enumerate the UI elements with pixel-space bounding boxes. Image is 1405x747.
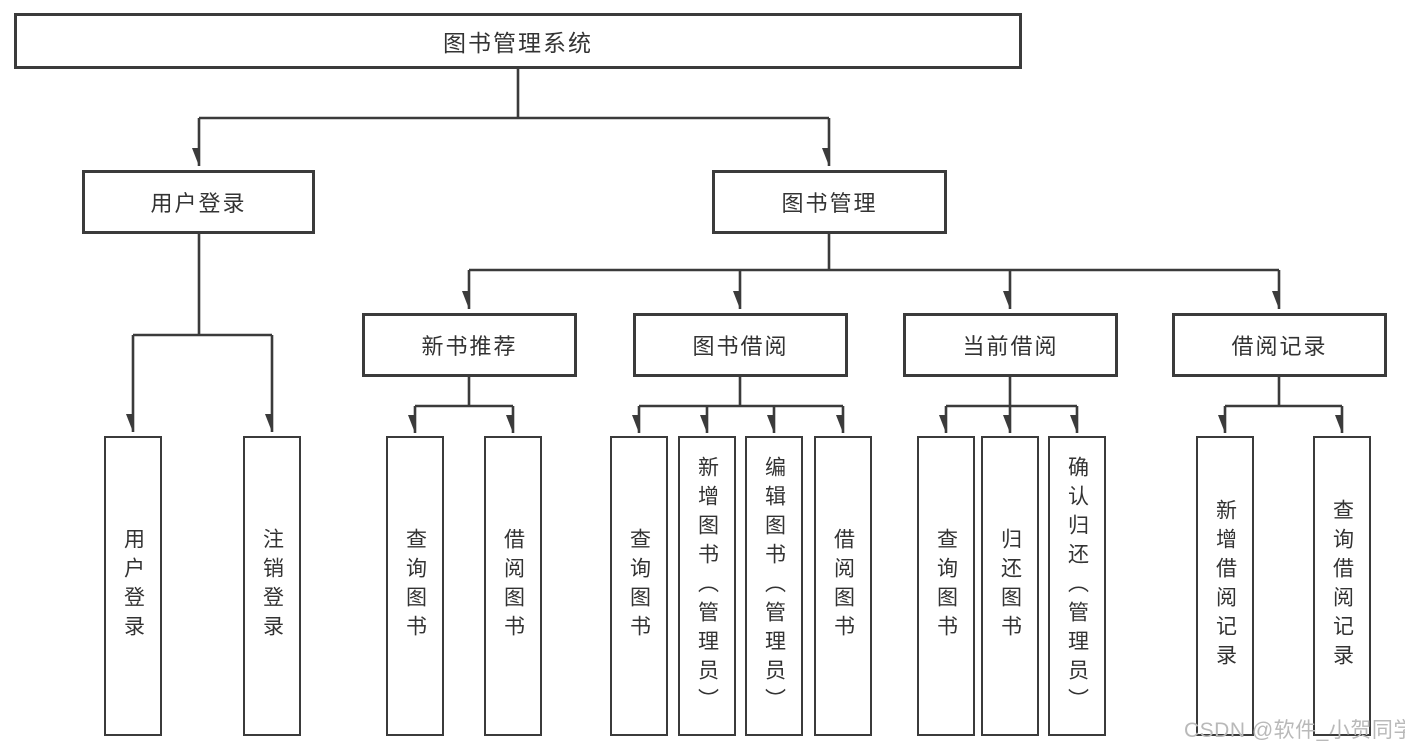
- node-user-login: 用户登录: [82, 170, 315, 234]
- leaf-return-books-label: 归还图书: [998, 528, 1022, 644]
- leaf-logout: 注销登录: [243, 436, 301, 736]
- node-current-borrow-label: 当前借阅: [962, 334, 1059, 359]
- leaf-add-borrow-record-label: 新增借阅记录: [1213, 499, 1237, 673]
- leaf-borrow-books-label: 借阅图书: [831, 528, 855, 644]
- leaf-query-books-recommend: 查询图书: [386, 436, 444, 736]
- leaf-user-login: 用户登录: [104, 436, 162, 736]
- node-book-borrow-label: 图书借阅: [692, 334, 789, 359]
- leaf-logout-label: 注销登录: [260, 528, 284, 644]
- leaf-confirm-return-admin: 确认归还（管理员）: [1048, 436, 1106, 736]
- leaf-user-login-label: 用户登录: [121, 528, 145, 644]
- leaf-query-books-current-label: 查询图书: [934, 528, 958, 644]
- leaf-query-books-borrow-label: 查询图书: [627, 528, 651, 644]
- leaf-add-book-admin: 新增图书（管理员）: [678, 436, 736, 736]
- csdn-watermark: CSDN @软件_小贺同学: [1184, 719, 1405, 742]
- leaf-add-borrow-record: 新增借阅记录: [1196, 436, 1254, 736]
- node-borrow-records-label: 借阅记录: [1231, 334, 1328, 359]
- leaf-add-book-admin-label: 新增图书（管理员）: [695, 455, 719, 717]
- node-borrow-records: 借阅记录: [1172, 313, 1387, 377]
- node-book-borrow: 图书借阅: [633, 313, 848, 377]
- leaf-edit-book-admin: 编辑图书（管理员）: [745, 436, 803, 736]
- node-book-management: 图书管理: [712, 170, 947, 234]
- leaf-query-borrow-record: 查询借阅记录: [1313, 436, 1371, 736]
- leaf-borrow-books: 借阅图书: [814, 436, 872, 736]
- node-book-management-label: 图书管理: [781, 191, 878, 216]
- node-root-label: 图书管理系统: [443, 30, 593, 56]
- node-new-book-recommend: 新书推荐: [362, 313, 577, 377]
- leaf-confirm-return-admin-label: 确认归还（管理员）: [1065, 455, 1089, 717]
- node-current-borrow: 当前借阅: [903, 313, 1118, 377]
- leaf-query-books-current: 查询图书: [917, 436, 975, 736]
- leaf-edit-book-admin-label: 编辑图书（管理员）: [762, 455, 786, 717]
- node-new-book-recommend-label: 新书推荐: [421, 334, 518, 359]
- node-user-login-label: 用户登录: [150, 191, 247, 216]
- leaf-query-borrow-record-label: 查询借阅记录: [1330, 499, 1354, 673]
- leaf-query-books-borrow: 查询图书: [610, 436, 668, 736]
- node-root: 图书管理系统: [14, 13, 1022, 69]
- leaf-borrow-books-recommend-label: 借阅图书: [501, 528, 525, 644]
- leaf-return-books: 归还图书: [981, 436, 1039, 736]
- leaf-borrow-books-recommend: 借阅图书: [484, 436, 542, 736]
- leaf-query-books-recommend-label: 查询图书: [403, 528, 427, 644]
